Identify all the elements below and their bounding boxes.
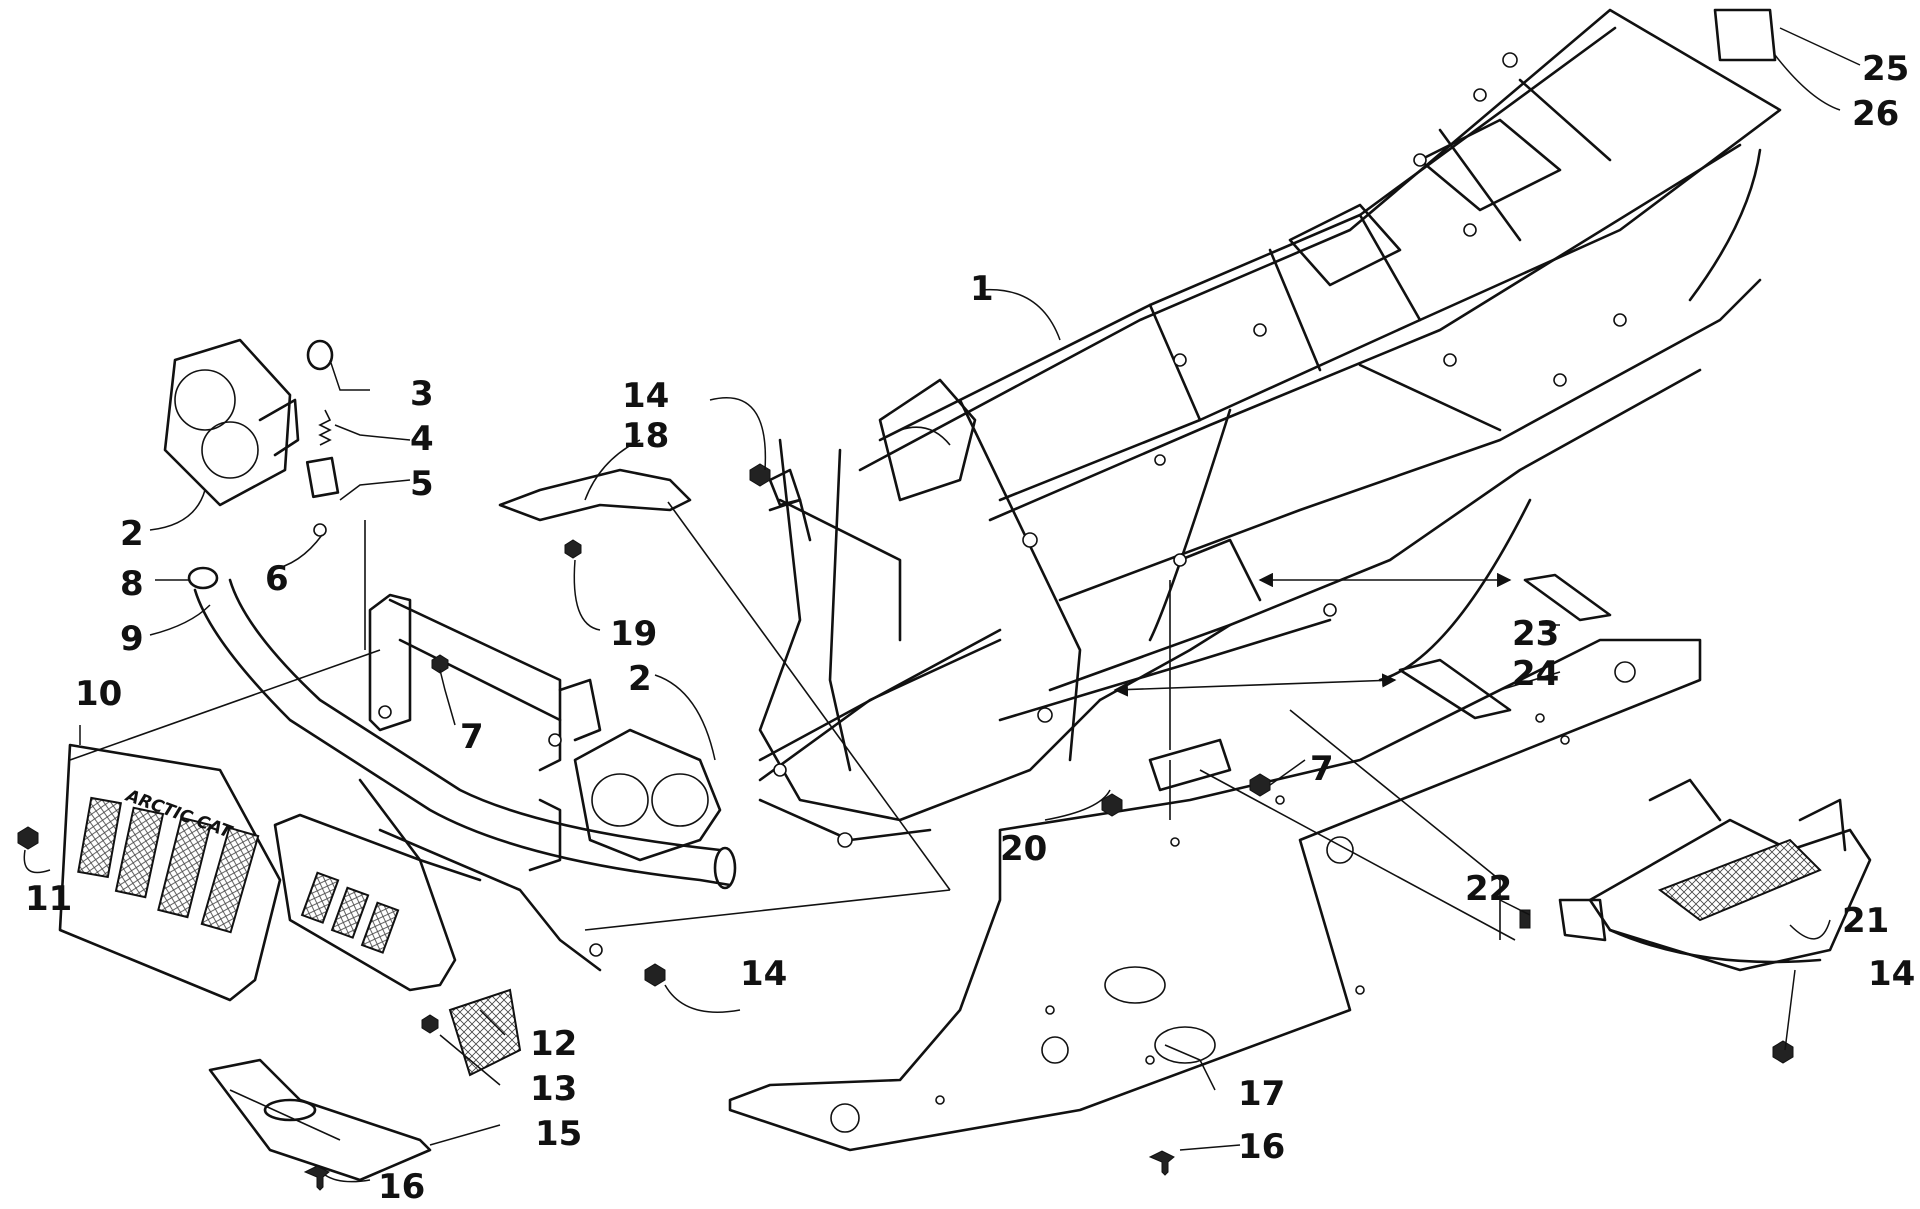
grille-insert[interactable] — [273, 813, 522, 1077]
brake-bracket[interactable] — [498, 468, 812, 542]
callout-13: 13 — [530, 1069, 577, 1109]
callout-22: 22 — [1465, 869, 1512, 909]
bumper-grille[interactable]: ARCTIC CAT — [58, 743, 282, 1002]
callout-11: 11 — [25, 879, 72, 919]
callout-6: 6 — [265, 559, 289, 599]
headlight-left[interactable] — [163, 338, 340, 507]
callout-5: 5 — [410, 464, 434, 504]
callout-2-left: 2 — [120, 514, 144, 554]
front-skid-plate[interactable] — [208, 1058, 432, 1182]
callout-20: 20 — [1000, 829, 1047, 869]
callout-16-left: 16 — [378, 1167, 425, 1207]
callout-26: 26 — [1852, 94, 1899, 134]
callout-2-right: 2 — [628, 659, 652, 699]
callout-12: 12 — [530, 1024, 577, 1064]
callout-15: 15 — [535, 1114, 582, 1154]
callout-18: 18 — [622, 416, 669, 456]
leader-lines — [23, 27, 1861, 1183]
callout-9: 9 — [120, 619, 144, 659]
callout-24: 24 — [1512, 654, 1559, 694]
callout-23: 23 — [1512, 614, 1559, 654]
callout-21: 21 — [1842, 901, 1889, 941]
footrest-right[interactable] — [1558, 778, 1872, 972]
headlight-bracket[interactable] — [368, 593, 602, 872]
main-frame[interactable] — [758, 8, 1782, 848]
callout-14-top: 14 — [622, 376, 669, 416]
callout-4: 4 — [410, 419, 434, 459]
callout-labels: 1 2 2 3 4 5 6 7 7 8 9 10 11 12 13 14 14 … — [25, 49, 1915, 1207]
callout-7-right: 7 — [1310, 749, 1334, 789]
callout-3: 3 — [410, 374, 434, 414]
front-bumper[interactable] — [193, 578, 737, 972]
headlight-hardware[interactable] — [187, 339, 334, 590]
callout-1: 1 — [970, 269, 994, 309]
callout-17: 17 — [1238, 1074, 1285, 1114]
callout-10: 10 — [75, 674, 122, 714]
callout-14-bottom: 14 — [740, 954, 787, 994]
callout-19: 19 — [610, 614, 657, 654]
headlight-right[interactable] — [573, 728, 722, 862]
callout-14-right: 14 — [1868, 954, 1915, 994]
frame-pads[interactable] — [1398, 573, 1612, 720]
skid-plate[interactable] — [728, 638, 1702, 1152]
callout-16-right: 16 — [1238, 1127, 1285, 1167]
callout-25: 25 — [1862, 49, 1909, 89]
callout-7-left: 7 — [460, 717, 484, 757]
callout-8: 8 — [120, 564, 144, 604]
alignment-lines — [69, 501, 1516, 941]
